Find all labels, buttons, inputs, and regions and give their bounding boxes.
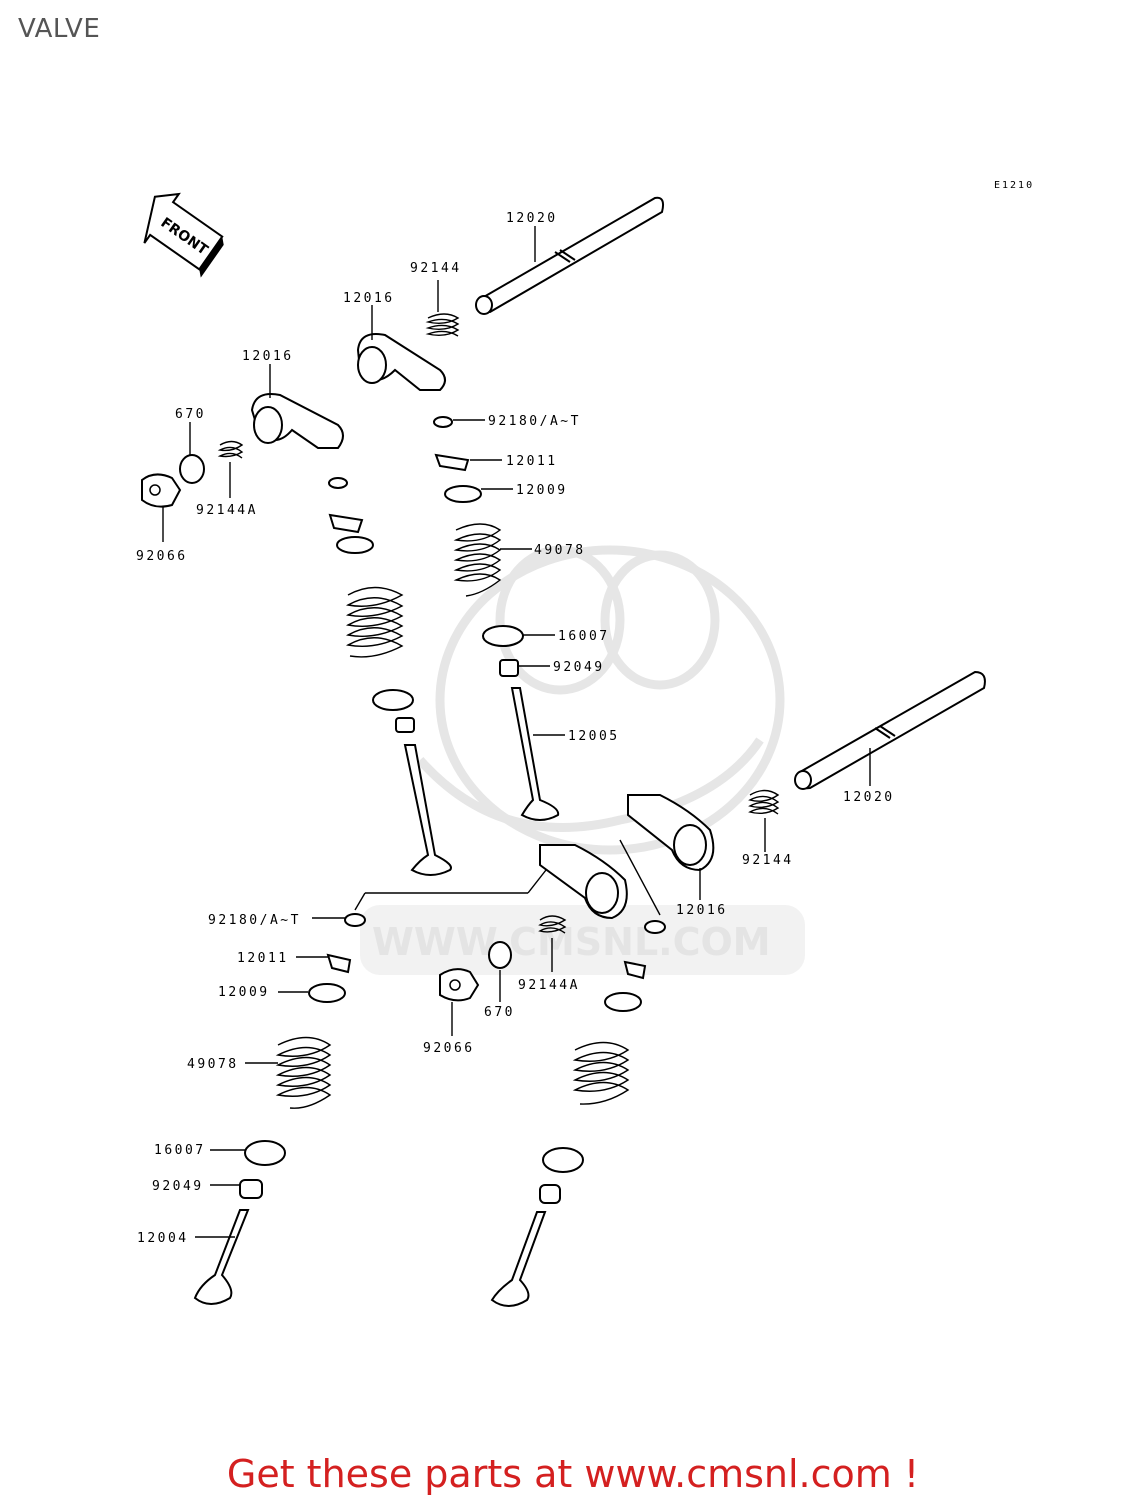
label-shim-bottom: 92180/A~T <box>208 913 301 928</box>
stem-seal-lower-right <box>539 1184 561 1204</box>
exhaust-valve <box>510 687 560 821</box>
label-oring-top: 670 <box>175 407 206 422</box>
spring-a-upper <box>217 440 244 459</box>
label-valve-spring-bottom: 49078 <box>187 1057 239 1072</box>
stem-seal-upper <box>499 659 519 677</box>
plug-upper <box>141 473 182 508</box>
spring-a-lower <box>538 915 567 934</box>
keeper-upper <box>434 453 470 472</box>
valve-spring-lower-right <box>572 1041 630 1105</box>
label-spring-a-top: 92144A <box>196 503 258 518</box>
label-plug-top: 92066 <box>136 549 188 564</box>
part-labels: 12020 92144 12016 12016 670 92144A 92066… <box>136 211 895 1246</box>
diagram-code: E1210 <box>994 180 1035 191</box>
label-shim-top: 92180/A~T <box>488 414 581 429</box>
valve-exploded-diagram: WWW.CMSNL.COM FRONT <box>136 192 986 1307</box>
shim-upper <box>433 416 453 428</box>
plug-lower <box>439 968 480 1002</box>
retainer-lower-right <box>604 992 642 1012</box>
label-seal-top: 92049 <box>553 660 605 675</box>
label-rocker-bottom: 12016 <box>676 903 728 918</box>
label-valve-spring-top: 49078 <box>534 543 586 558</box>
rocker-spring-upper <box>425 313 460 337</box>
rocker-arm-upper-right <box>356 333 446 391</box>
shim-lower-right <box>644 920 666 934</box>
rocker-shaft-upper <box>475 196 665 315</box>
label-shaft-bottom: 12020 <box>843 790 895 805</box>
label-retainer-top: 12009 <box>516 483 568 498</box>
stem-seal-lower <box>239 1179 263 1199</box>
oring-upper <box>179 454 205 484</box>
label-seal-bottom: 92049 <box>152 1179 204 1194</box>
oring-lower <box>488 941 512 969</box>
label-keeper-top: 12011 <box>506 454 558 469</box>
label-spring-top: 92144 <box>410 261 462 276</box>
label-intake-valve: 12004 <box>137 1231 189 1246</box>
label-seat-top: 16007 <box>558 629 610 644</box>
valve-stack-upper-left <box>328 477 452 876</box>
label-spring-a-bottom: 92144A <box>518 978 580 993</box>
watermark-text: WWW.CMSNL.COM <box>372 920 771 964</box>
spring-seat-lower <box>244 1140 286 1166</box>
label-shaft-top: 12020 <box>506 211 558 226</box>
front-arrow-icon: FRONT <box>143 192 224 278</box>
label-rocker-top-a: 12016 <box>343 291 395 306</box>
rocker-spring-lower <box>748 789 780 815</box>
watermark-logo: WWW.CMSNL.COM <box>360 545 805 975</box>
retainer-lower <box>308 983 346 1003</box>
rocker-shaft-lower <box>794 670 986 790</box>
shim-lower <box>344 913 366 927</box>
label-seat-bottom: 16007 <box>154 1143 206 1158</box>
label-exhaust-valve: 12005 <box>568 729 620 744</box>
valve-spring-lower <box>275 1036 332 1109</box>
footer-link[interactable]: Get these parts at www.cmsnl.com ! <box>226 1452 920 1496</box>
label-spring-bottom: 92144 <box>742 853 794 868</box>
rocker-arm-lower-left <box>539 844 628 920</box>
retainer-upper <box>444 485 482 503</box>
keeper-lower-right <box>623 960 647 980</box>
label-keeper-bottom: 12011 <box>237 951 289 966</box>
rocker-arm-upper-left <box>250 393 344 449</box>
label-rocker-top-b: 12016 <box>242 349 294 364</box>
valve-spring-upper <box>453 523 502 597</box>
rocker-arm-lower-right <box>627 794 715 872</box>
keeper-lower <box>326 953 352 974</box>
intake-valve-right <box>490 1211 547 1307</box>
label-plug-bottom: 92066 <box>423 1041 475 1056</box>
spring-seat-upper <box>482 625 524 647</box>
spring-seat-lower-right <box>542 1147 584 1173</box>
label-retainer-bottom: 12009 <box>218 985 270 1000</box>
page-title: VALVE <box>18 14 101 44</box>
label-oring-bottom: 670 <box>484 1005 515 1020</box>
intake-valve <box>193 1209 250 1305</box>
